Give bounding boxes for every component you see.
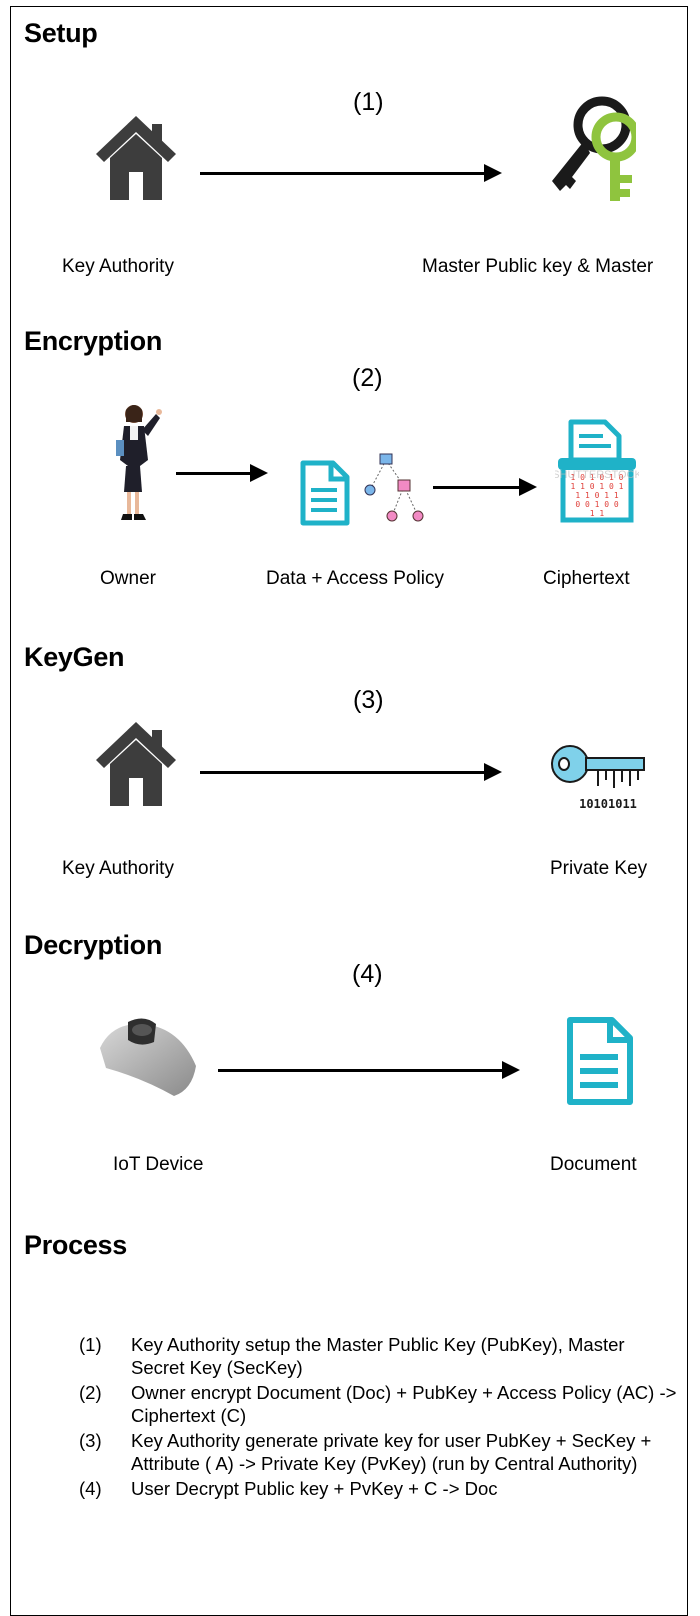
decryption-to-label: Document: [550, 1154, 637, 1175]
decryption-from-label: IoT Device: [113, 1154, 204, 1175]
svg-text:1 0 1 0 1 0: 1 0 1 0 1 0: [571, 473, 624, 482]
setup-heading: Setup: [24, 18, 98, 48]
policy-tree-icon: [364, 453, 424, 522]
cipher-watermark: SHUTTERSTOCK: [555, 469, 639, 481]
ciphertext-label: Ciphertext: [543, 568, 630, 589]
owner-to-data-arrow: [176, 464, 268, 482]
wearable-device-icon: [100, 1018, 196, 1096]
keys-icon: [552, 96, 636, 201]
house-icon: [96, 116, 176, 200]
encryption-step-number: (2): [352, 364, 383, 392]
process-step: (3) Key Authority generate private key f…: [79, 1429, 679, 1475]
keygen-heading: KeyGen: [24, 642, 125, 672]
setup-from-label: Key Authority: [62, 256, 174, 277]
businesswoman-icon: [116, 405, 162, 520]
data-to-cipher-arrow: [433, 478, 537, 496]
process-heading: Process: [24, 1230, 127, 1260]
keygen-from-label: Key Authority: [62, 858, 174, 879]
keygen-arrow: [200, 763, 502, 781]
keygen-to-label: Private Key: [550, 858, 648, 879]
process-step-text: User Decrypt Public key + PvKey + C -> D…: [131, 1478, 498, 1499]
svg-text:0 0 1 0 0: 0 0 1 0 0: [575, 500, 619, 509]
process-step-number: (2): [79, 1382, 102, 1403]
keygen-step-number: (3): [353, 686, 384, 714]
process-step-text: Key Authority generate private key for u…: [131, 1430, 652, 1474]
svg-text:1 1: 1 1: [590, 509, 605, 518]
process-step-text: Owner encrypt Document (Doc) + PubKey + …: [131, 1382, 677, 1426]
process-step-number: (1): [79, 1334, 102, 1355]
setup-arrow: [200, 164, 502, 182]
ciphertext-printer-icon: 1 0 1 0 1 0 1 1 0 1 0 1 1 1 0 1 1 0 0 1 …: [555, 419, 639, 523]
process-step: (1) Key Authority setup the Master Publi…: [79, 1333, 679, 1379]
process-step: (2) Owner encrypt Document (Doc) + PubKe…: [79, 1381, 679, 1427]
house-icon: [96, 722, 176, 806]
data-policy-label: Data + Access Policy: [266, 568, 444, 589]
process-steps-list: (1) Key Authority setup the Master Publi…: [79, 1333, 679, 1502]
svg-text:1 1 0 1 0 1: 1 1 0 1 0 1: [571, 482, 624, 491]
process-step-number: (4): [79, 1478, 102, 1499]
setup-step-number: (1): [353, 88, 384, 116]
decryption-arrow: [218, 1061, 520, 1079]
binary-key-icon: 10101011: [551, 745, 645, 811]
process-step-text: Key Authority setup the Master Public Ke…: [131, 1334, 625, 1378]
decryption-heading: Decryption: [24, 930, 163, 960]
key-bits: 10101011: [579, 797, 637, 811]
setup-to-label: Master Public key & Master: [422, 256, 654, 277]
document-icon: [300, 460, 350, 526]
svg-text:1 1 0 1 1: 1 1 0 1 1: [575, 491, 619, 500]
owner-label: Owner: [100, 568, 156, 589]
process-step: (4) User Decrypt Public key + PvKey + C …: [79, 1477, 679, 1500]
process-step-number: (3): [79, 1430, 102, 1451]
document-icon: [567, 1017, 633, 1105]
decryption-step-number: (4): [352, 960, 383, 988]
encryption-heading: Encryption: [24, 326, 163, 356]
